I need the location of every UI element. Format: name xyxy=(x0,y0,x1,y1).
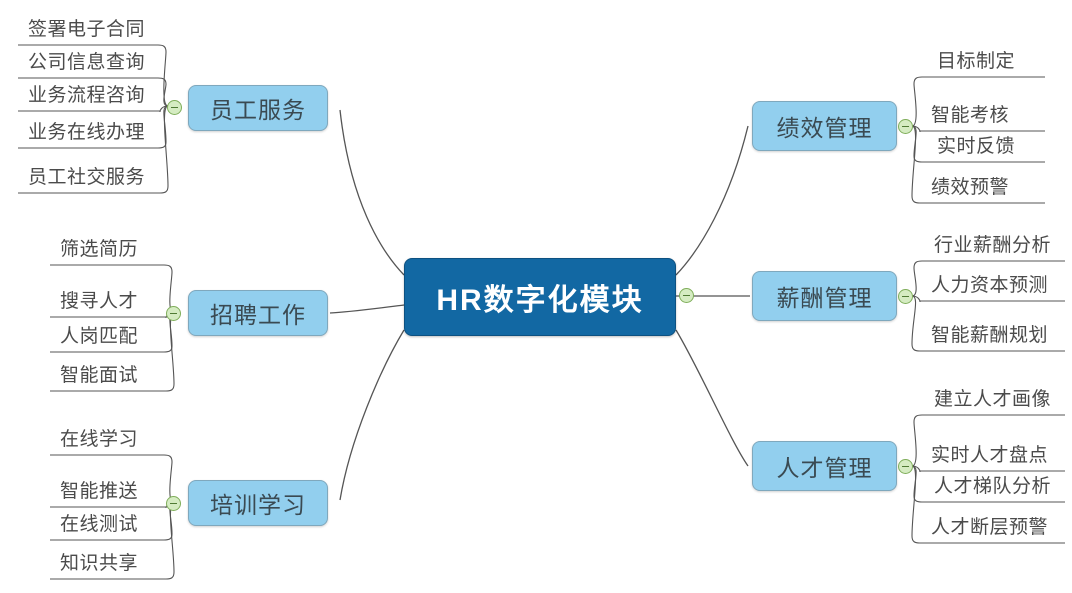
leaf-recruitment-3[interactable]: 智能面试 xyxy=(60,365,139,386)
leaf-recruitment-1[interactable]: 搜寻人才 xyxy=(60,291,139,312)
toggle-employee-service[interactable] xyxy=(167,100,182,115)
leaf-training-1[interactable]: 智能推送 xyxy=(60,481,139,502)
toggle-recruitment[interactable] xyxy=(166,306,181,321)
leaf-compensation-2[interactable]: 智能薪酬规划 xyxy=(931,325,1049,346)
wire-center-employee-service xyxy=(339,109,405,276)
wire-center-performance xyxy=(675,125,749,276)
leaf-employee-service-1[interactable]: 公司信息查询 xyxy=(28,52,146,73)
leaf-performance-2[interactable]: 实时反馈 xyxy=(937,136,1016,157)
central-node[interactable]: HR数字化模块 xyxy=(404,258,676,336)
leaf-recruitment-2[interactable]: 人岗匹配 xyxy=(60,326,139,347)
toggle-training[interactable] xyxy=(166,496,181,511)
leaf-talent-0[interactable]: 建立人才画像 xyxy=(934,389,1052,410)
toggle-compensation[interactable] xyxy=(898,289,913,304)
leaf-compensation-1[interactable]: 人力资本预测 xyxy=(931,275,1049,296)
wire-center-talent xyxy=(675,329,749,467)
leaf-talent-2[interactable]: 人才梯队分析 xyxy=(934,476,1052,497)
leaf-employee-service-0[interactable]: 签署电子合同 xyxy=(28,19,146,40)
wire-center-recruitment xyxy=(329,304,405,314)
leaf-performance-1[interactable]: 智能考核 xyxy=(931,105,1010,126)
leaf-compensation-0[interactable]: 行业薪酬分析 xyxy=(934,235,1052,256)
branch-node-talent[interactable]: 人才管理 xyxy=(752,441,897,491)
minus-icon xyxy=(170,503,177,504)
leaf-training-0[interactable]: 在线学习 xyxy=(60,429,139,450)
leaf-employee-service-4[interactable]: 员工社交服务 xyxy=(28,167,146,188)
leaf-talent-3[interactable]: 人才断层预警 xyxy=(931,517,1049,538)
leaf-employee-service-2[interactable]: 业务流程咨询 xyxy=(28,85,146,106)
branch-node-training[interactable]: 培训学习 xyxy=(188,480,328,526)
toggle-central[interactable] xyxy=(679,288,694,303)
leaf-performance-0[interactable]: 目标制定 xyxy=(937,51,1016,72)
branch-node-performance[interactable]: 绩效管理 xyxy=(752,101,897,151)
toggle-talent[interactable] xyxy=(898,459,913,474)
leaf-training-2[interactable]: 在线测试 xyxy=(60,514,139,535)
leaf-talent-1[interactable]: 实时人才盘点 xyxy=(931,445,1049,466)
minus-icon xyxy=(902,466,909,467)
minus-icon xyxy=(170,313,177,314)
toggle-performance[interactable] xyxy=(898,119,913,134)
minus-icon xyxy=(902,126,909,127)
leaf-training-3[interactable]: 知识共享 xyxy=(60,553,139,574)
branch-node-compensation[interactable]: 薪酬管理 xyxy=(752,271,897,321)
leaf-recruitment-0[interactable]: 筛选简历 xyxy=(60,239,139,260)
branch-node-recruitment[interactable]: 招聘工作 xyxy=(188,290,328,336)
leaf-performance-3[interactable]: 绩效预警 xyxy=(931,177,1010,198)
minus-icon xyxy=(683,295,690,296)
wire-center-training xyxy=(339,329,405,501)
branch-node-employee-service[interactable]: 员工服务 xyxy=(188,85,328,131)
minus-icon xyxy=(171,107,178,108)
leaf-employee-service-3[interactable]: 业务在线办理 xyxy=(28,122,146,143)
minus-icon xyxy=(902,296,909,297)
